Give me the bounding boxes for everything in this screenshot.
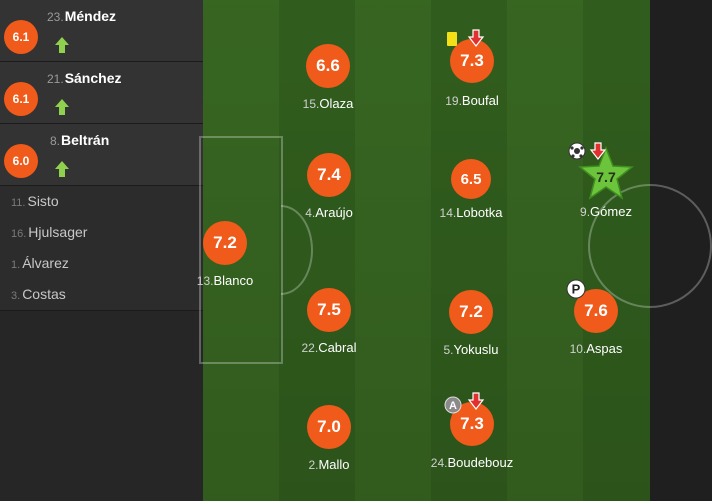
player-label: 15.Olaza	[268, 96, 388, 111]
shirt-number: 15.	[302, 97, 320, 111]
player-label: 19.Boufal	[412, 93, 532, 108]
player-rating: 6.1	[4, 82, 38, 116]
shirt-number: 24.	[430, 456, 448, 470]
player-name: Costas	[22, 286, 66, 302]
player-name-container: 8.Beltrán	[50, 132, 109, 148]
shirt-number: 13.	[196, 274, 214, 288]
rating-value: 7.7	[596, 169, 616, 185]
player-name: Gómez	[590, 204, 632, 219]
player-rating: 7.0	[307, 405, 351, 449]
player-rating: 7.2	[449, 290, 493, 334]
goal-ball-icon	[568, 142, 586, 160]
player-rating: 7.5	[307, 288, 351, 332]
shirt-number: 3.	[11, 290, 21, 302]
player-rating: 6.6	[306, 44, 350, 88]
shirt-number: 8.	[50, 134, 61, 148]
shirt-number: 4.	[305, 206, 316, 220]
player-gomez[interactable]: 7.7 9.Gómez	[546, 142, 666, 232]
player-boufal[interactable]: 7.3 19.Boufal	[412, 29, 532, 119]
sub-out-arrow-icon	[467, 392, 485, 410]
penalty-letter: P	[572, 282, 581, 297]
player-name: Lobotka	[456, 205, 503, 220]
player-label: 10.Aspas	[536, 341, 656, 356]
center-circle	[588, 184, 712, 308]
shirt-number: 19.	[445, 94, 462, 108]
bench-player-row[interactable]: 3.Costas	[0, 279, 203, 311]
shirt-number: 11.	[11, 197, 26, 209]
player-name: Araújo	[315, 205, 353, 220]
player-name: Hjulsager	[28, 224, 88, 240]
sub-out-arrow-icon	[467, 29, 485, 47]
bench-player-row[interactable]: 11.Sisto	[0, 186, 203, 218]
player-label: 9.Gómez	[546, 204, 666, 219]
player-name: Cabral	[318, 340, 357, 355]
player-name: Sisto	[27, 193, 59, 209]
player-label: 13.Blanco	[165, 273, 285, 288]
player-name: Mallo	[318, 457, 350, 472]
bench-player-row[interactable]: 16.Hjulsager	[0, 217, 203, 249]
yellow-card-icon	[447, 32, 457, 46]
substitutes-panel: 6.1 23.Méndez 6.1 21.Sánchez 6.0 8.Beltr…	[0, 0, 203, 501]
shirt-number: 5.	[443, 343, 454, 357]
shirt-number: 23.	[47, 10, 64, 24]
player-name: Yokuslu	[453, 342, 499, 357]
player-aspas[interactable]: 7.6 10.Aspas P	[536, 279, 656, 369]
player-name: Álvarez	[22, 255, 69, 271]
pitch-shading	[203, 0, 650, 501]
player-lobotka[interactable]: 6.5 14.Lobotka	[411, 159, 531, 239]
shirt-number: 22.	[301, 341, 319, 355]
player-name-container: 23.Méndez	[47, 8, 116, 24]
sub-player-row[interactable]: 6.0 8.Beltrán	[0, 124, 203, 186]
player-olaza[interactable]: 6.6 15.Olaza	[268, 44, 388, 124]
player-rating: 7.3	[450, 39, 494, 83]
sub-in-arrow-icon	[55, 37, 69, 53]
sub-in-arrow-icon	[55, 99, 69, 115]
shirt-number: 2.	[308, 458, 319, 472]
player-boudebouz[interactable]: 7.3 24.Boudebouz A	[412, 392, 532, 482]
player-mallo[interactable]: 7.0 2.Mallo	[269, 405, 389, 485]
player-name: Méndez	[64, 8, 117, 24]
pitch: 6.6 15.Olaza 7.3 19.Boufal 7.4 4.Araújo …	[197, 0, 712, 501]
player-rating: 7.4	[307, 153, 351, 197]
player-name: Boudebouz	[447, 455, 514, 470]
shirt-number: 10.	[569, 342, 587, 356]
player-name-container: 21.Sánchez	[47, 70, 122, 86]
assist-icon: A	[444, 396, 462, 414]
player-name: Aspas	[586, 341, 623, 356]
assist-letter: A	[449, 400, 457, 412]
player-name: Boufal	[461, 93, 499, 108]
player-label: 4.Araújo	[269, 205, 389, 220]
shirt-number: 1.	[11, 259, 21, 271]
shirt-number: 21.	[47, 72, 64, 86]
player-rating: 7.7	[577, 145, 635, 202]
sub-player-row[interactable]: 6.1 23.Méndez	[0, 0, 203, 62]
player-label: 24.Boudebouz	[412, 455, 532, 470]
player-name: Olaza	[319, 96, 354, 111]
player-araujo[interactable]: 7.4 4.Araújo	[269, 153, 389, 233]
player-name: Beltrán	[61, 132, 110, 148]
mvp-star-icon	[577, 145, 635, 200]
player-rating: 6.5	[451, 159, 491, 199]
sub-player-row[interactable]: 6.1 21.Sánchez	[0, 62, 203, 124]
player-name: Sánchez	[64, 70, 122, 86]
player-rating: 6.0	[4, 144, 38, 178]
player-blanco[interactable]: 7.2 13.Blanco	[165, 221, 285, 301]
player-label: 14.Lobotka	[411, 205, 531, 220]
bench-player-row[interactable]: 1.Álvarez	[0, 248, 203, 280]
player-yokuslu[interactable]: 7.2 5.Yokuslu	[411, 290, 531, 370]
player-label: 2.Mallo	[269, 457, 389, 472]
player-label: 5.Yokuslu	[411, 342, 531, 357]
shirt-number: 14.	[439, 206, 457, 220]
player-cabral[interactable]: 7.5 22.Cabral	[269, 288, 389, 368]
player-name: Blanco	[213, 273, 254, 288]
player-rating: 7.2	[203, 221, 247, 265]
shirt-number: 9.	[580, 205, 591, 219]
player-label: 22.Cabral	[269, 340, 389, 355]
sub-in-arrow-icon	[55, 161, 69, 177]
penalty-icon: P	[566, 279, 586, 299]
player-rating: 6.1	[4, 20, 38, 54]
sub-out-arrow-icon	[589, 142, 607, 160]
shirt-number: 16.	[11, 228, 27, 240]
